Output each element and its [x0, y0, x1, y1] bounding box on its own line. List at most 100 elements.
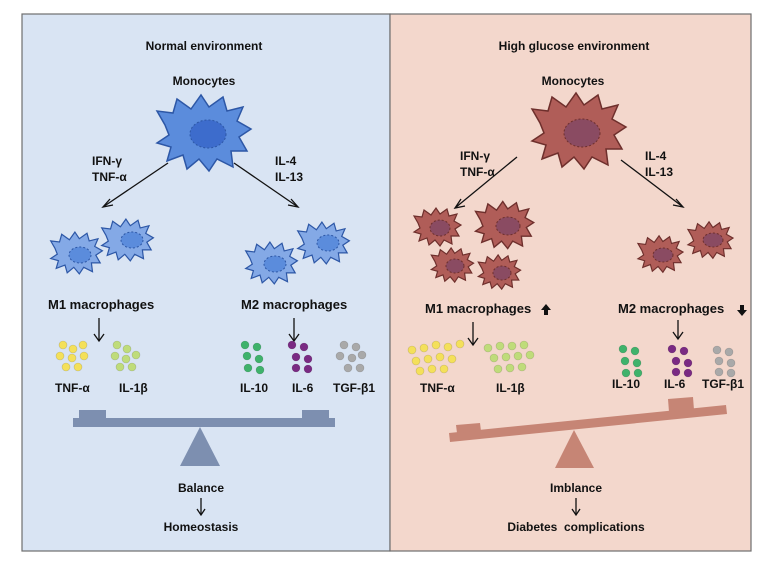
cytokine-bead	[255, 365, 265, 375]
cytokine-bead	[122, 344, 132, 354]
cytokine-bead	[439, 364, 449, 374]
right-m2-cells	[636, 220, 735, 274]
left-cytokine-label-3: IL-10	[240, 381, 268, 395]
cytokine-bead	[67, 353, 77, 363]
right-cytokine-label-3: IL-10	[612, 377, 640, 391]
cytokine-bead	[335, 351, 345, 361]
left-m2-label: M2 macrophages	[241, 297, 347, 312]
cytokine-bead	[79, 351, 89, 361]
cytokine-bead	[632, 358, 642, 368]
cytokine-bead	[55, 351, 65, 361]
left-tgf-beta1-cluster	[335, 340, 367, 373]
right-monocytes-label: Monocytes	[542, 74, 605, 88]
right-seesaw-right-block	[668, 397, 694, 412]
right-cytokine-label-4: IL-6	[664, 377, 686, 391]
left-seesaw-right-block	[302, 410, 329, 419]
cytokine-bead	[357, 350, 367, 360]
cytokine-bead	[347, 353, 357, 363]
right-outcome-arrow	[571, 498, 581, 517]
cytokine-bead	[339, 340, 349, 350]
cytokine-bead	[630, 346, 640, 356]
cytokine-bead	[620, 356, 630, 366]
cytokine-bead	[724, 347, 734, 357]
cytokine-bead	[73, 362, 83, 372]
cytokine-bead	[419, 343, 429, 353]
cytokine-bead	[351, 342, 361, 352]
cytokine-bead	[291, 352, 301, 362]
down-arrow-icon	[737, 305, 747, 316]
left-arrow-to-m1	[101, 162, 169, 209]
left-il10-cluster	[240, 340, 265, 375]
cytokine-bead	[303, 364, 313, 374]
cytokine-bead	[127, 362, 137, 372]
left-monocytes-label: Monocytes	[173, 74, 236, 88]
left-cytokine-label-2: IL-1β	[119, 381, 148, 395]
left-monocyte-cell	[155, 93, 253, 173]
left-m1-down-arrow	[93, 318, 105, 343]
left-il6-cluster	[287, 340, 313, 374]
right-tnf-alpha-cluster	[407, 339, 465, 376]
cytokine-bead	[683, 358, 693, 368]
cytokine-bead	[501, 352, 511, 362]
left-result-label: Homeostasis	[164, 520, 239, 534]
cytokine-bead	[242, 351, 252, 361]
right-panel-title: High glucose environment	[499, 39, 650, 53]
left-seesaw-fulcrum	[180, 427, 220, 466]
cytokine-bead	[493, 364, 503, 374]
cytokine-bead	[726, 368, 736, 378]
cytokine-bead	[671, 356, 681, 366]
left-m1-cells	[49, 218, 155, 275]
cytokine-bead	[505, 363, 515, 373]
left-tnf-alpha-cluster	[55, 340, 89, 372]
cytokine-bead	[513, 351, 523, 361]
cytokine-bead	[115, 362, 125, 372]
left-m1-stimulus-2: TNF-α	[92, 170, 127, 184]
left-m2-stimulus-1: IL-4	[275, 154, 297, 168]
right-arrow-to-m1	[453, 156, 518, 209]
up-arrow-icon	[541, 304, 551, 315]
left-m2-down-arrow	[288, 318, 300, 343]
right-result-label: Diabetes complications	[507, 520, 645, 534]
right-il6-cluster	[667, 344, 693, 378]
cytokine-bead	[517, 362, 527, 372]
left-panel-title: Normal environment	[146, 39, 263, 53]
cytokine-bead	[507, 341, 517, 351]
cytokine-bead	[287, 340, 297, 350]
cytokine-bead	[411, 356, 421, 366]
cytokine-bead	[121, 354, 131, 364]
cytokine-bead	[131, 350, 141, 360]
cytokine-bead	[618, 344, 628, 354]
cytokine-bead	[714, 367, 724, 377]
left-outcome-label: Balance	[178, 481, 224, 495]
cytokine-bead	[679, 346, 689, 356]
cytokine-bead	[415, 366, 425, 376]
cytokine-bead	[447, 354, 457, 364]
right-arrow-to-m2	[620, 159, 685, 209]
right-il10-cluster	[618, 344, 643, 378]
cytokine-bead	[621, 368, 631, 378]
left-seesaw-left-block	[79, 410, 106, 419]
cytokine-bead	[726, 358, 736, 368]
left-m2-stimulus-2: IL-13	[275, 170, 303, 184]
cytokine-bead	[355, 363, 365, 373]
left-cytokine-label-4: IL-6	[292, 381, 314, 395]
cytokine-bead	[427, 364, 437, 374]
right-m2-stimulus-2: IL-13	[645, 165, 673, 179]
right-tgf-beta1-cluster	[712, 345, 736, 378]
cytokine-bead	[519, 340, 529, 350]
right-cytokine-label-1: TNF-α	[420, 381, 455, 395]
cytokine-bead	[671, 367, 681, 377]
cytokine-bead	[299, 342, 309, 352]
right-seesaw-left-block	[456, 423, 481, 433]
right-cytokine-label-5: TGF-β1	[702, 377, 744, 391]
left-panel-background	[21, 13, 391, 552]
right-m1-cells	[412, 200, 536, 291]
cytokine-bead	[303, 354, 313, 364]
cytokine-bead	[254, 354, 264, 364]
cytokine-bead	[407, 345, 417, 355]
left-m1-label: M1 macrophages	[48, 297, 154, 312]
left-m1-stimulus-1: IFN-γ	[92, 154, 122, 168]
cytokine-bead	[68, 344, 78, 354]
cytokine-bead	[667, 344, 677, 354]
left-cytokine-label-5: TGF-β1	[333, 381, 375, 395]
